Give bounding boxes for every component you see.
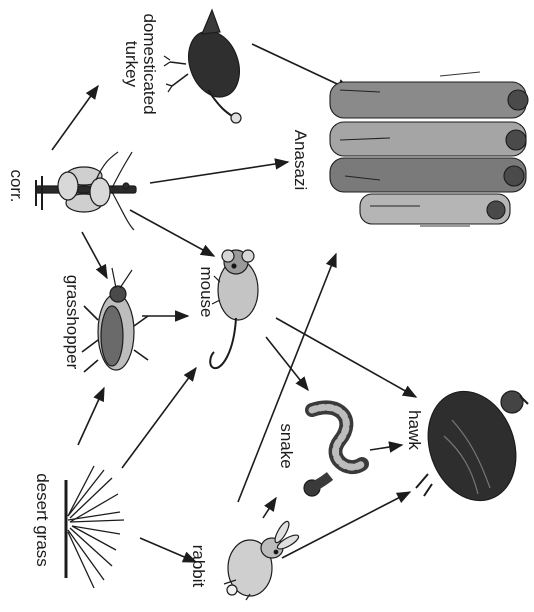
arrow-corn-to-grasshopper xyxy=(82,232,107,278)
label-mouse: mouse xyxy=(197,266,215,317)
label-rabbit: rabbit xyxy=(189,545,207,588)
arrow-corn-to-anasazi xyxy=(150,162,288,183)
anasazi-people-image xyxy=(330,72,528,226)
arrow-turkey-to-anasazi xyxy=(252,44,350,90)
arrow-rabbit-to-hawk xyxy=(282,492,410,558)
desert-grass-image xyxy=(66,466,124,588)
label-snake: snake xyxy=(277,423,295,468)
grasshopper-image xyxy=(82,268,148,372)
label-domesticated-turkey: domesticated turkey xyxy=(122,13,158,114)
label-grasshopper: grasshopper xyxy=(63,275,81,370)
rabbit-image xyxy=(224,520,300,600)
label-hawk: hawk xyxy=(405,410,423,450)
label-anasazi: Anasazi xyxy=(291,130,309,190)
arrow-corn-to-turkey xyxy=(52,86,98,150)
arrow-mouse-to-hawk xyxy=(276,318,416,397)
arrow-grass-to-mouse xyxy=(122,368,196,468)
corn-plant-image xyxy=(36,152,136,230)
mouse-image xyxy=(210,250,258,368)
snake-image xyxy=(304,407,362,496)
arrow-grass-to-grasshopper xyxy=(78,388,104,445)
arrow-snake-to-hawk xyxy=(370,445,402,450)
arrow-corn-to-mouse xyxy=(130,210,214,256)
turkey-image xyxy=(164,10,248,123)
arrow-grass-to-rabbit xyxy=(140,538,196,562)
arrow-mouse-to-snake xyxy=(266,337,308,390)
label-corn: corr. xyxy=(7,169,25,202)
label-desert-grass: desert grass xyxy=(33,473,51,567)
hawk-image xyxy=(413,379,530,513)
arrow-rabbit-to-snake xyxy=(263,498,276,518)
